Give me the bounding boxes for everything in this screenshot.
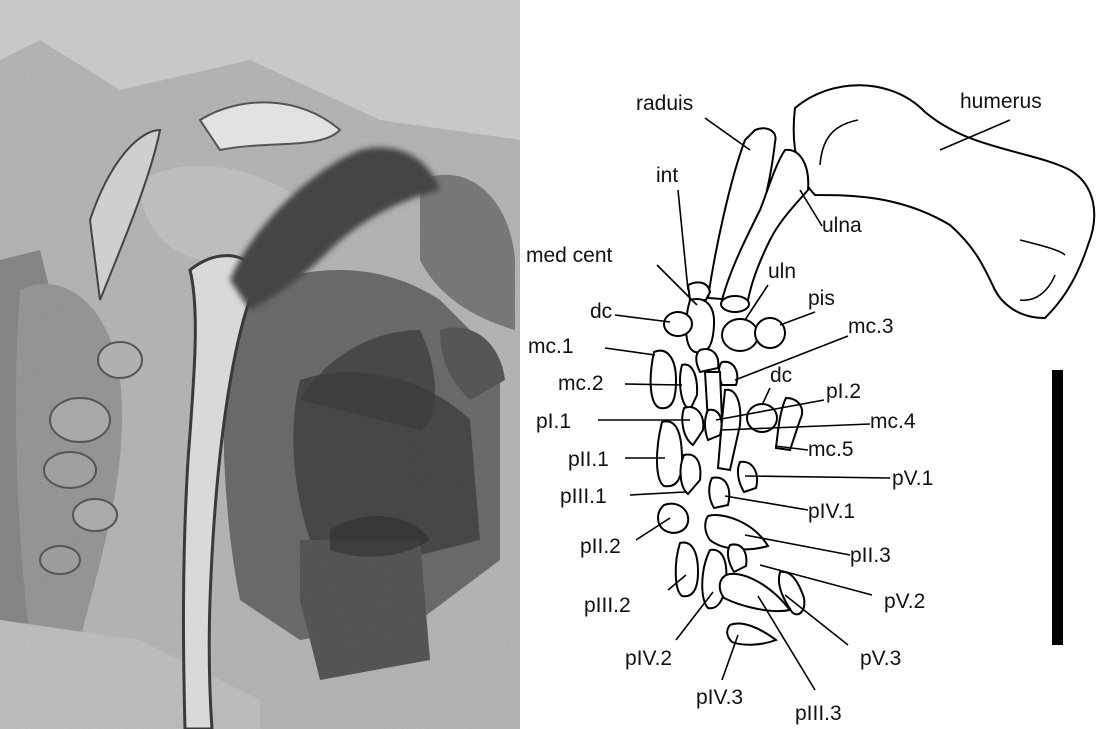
label-pI2: pI.2: [826, 380, 861, 403]
scale-bar: [1052, 370, 1063, 645]
distal-carpal-left: [664, 312, 692, 336]
label-int: int: [656, 164, 678, 187]
label-pIV1: pIV.1: [808, 500, 855, 523]
label-pV1: pV.1: [892, 467, 933, 490]
label-mc5: mc.5: [808, 438, 854, 461]
label-raduis: raduis: [636, 92, 693, 115]
label-pIII1: pIII.1: [560, 485, 607, 508]
metacarpal-1: [651, 351, 676, 409]
label-dc-left: dc: [590, 300, 612, 323]
fossil-photograph: [0, 0, 520, 729]
intermedium-bone: [688, 282, 710, 300]
carpal-a: [696, 349, 718, 372]
phalanx-V-2: [728, 544, 746, 572]
label-pI1: pI.1: [536, 410, 571, 433]
label-pV3: pV.3: [860, 647, 901, 670]
phalanx-I-1: [682, 407, 703, 445]
label-pII1: pII.1: [568, 448, 609, 471]
label-pIV3: pIV.3: [696, 686, 743, 709]
label-ulna: ulna: [822, 214, 862, 237]
interpretive-drawing: raduis humerus int ulna med cent uln pis…: [520, 0, 1101, 729]
label-mc3: mc.3: [848, 315, 894, 338]
phalanx-II-1: [657, 421, 682, 486]
phalanx-II-2: [658, 504, 688, 533]
phalanx-I-2: [705, 410, 722, 440]
metacarpal-2: [680, 365, 697, 410]
phalanx-III-1: [681, 454, 701, 494]
phalanx-III-2: [676, 543, 698, 597]
label-humerus: humerus: [960, 90, 1042, 113]
label-mc2: mc.2: [558, 372, 604, 395]
label-uln: uln: [768, 260, 796, 283]
phalanx-IV-3: [727, 623, 776, 644]
label-med-cent: med cent: [526, 244, 613, 267]
label-pis: pis: [808, 287, 835, 310]
humerus-bone: [794, 85, 1095, 318]
label-mc4: mc.4: [870, 410, 916, 433]
label-pII3: pII.3: [850, 544, 891, 567]
label-mc1: mc.1: [528, 335, 574, 358]
ulnare: [722, 319, 758, 351]
label-pIII3: pIII.3: [795, 702, 842, 725]
ulna-distal: [721, 296, 749, 312]
label-pV2: pV.2: [884, 590, 925, 613]
phalanx-IV-1: [709, 478, 729, 508]
label-pII2: pII.2: [580, 535, 621, 558]
label-pIV2: pIV.2: [625, 647, 672, 670]
label-pIII2: pIII.2: [584, 594, 631, 617]
carpal-b: [719, 362, 737, 385]
label-dc-right: dc: [770, 364, 792, 387]
pisiform: [755, 318, 785, 348]
